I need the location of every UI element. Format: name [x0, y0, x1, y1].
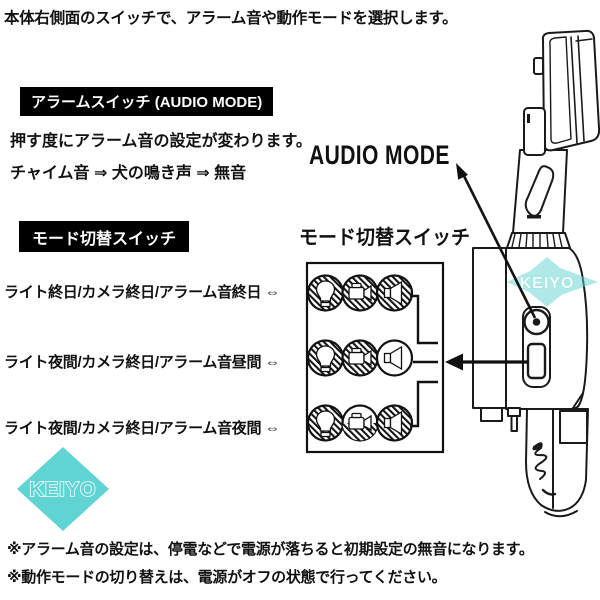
device-back-plate — [472, 247, 507, 409]
keiyo-logo: KEIYO — [17, 447, 109, 531]
light-icon — [306, 404, 345, 442]
mode-switch-heading: モード切替スイッチ — [19, 221, 190, 252]
grid-bracket-top — [410, 294, 438, 345]
mode-option-3: ライト夜間/カメラ終日/アラーム音夜間 ⇔ — [4, 420, 280, 437]
audio-mode-arrow — [456, 163, 537, 319]
speaker-icon — [375, 404, 414, 442]
mode-switch-callout: モード切替スイッチ — [299, 227, 470, 249]
keiyo-watermark-diamond — [517, 257, 577, 307]
alarm-switch-heading-label: アラームスイッチ (AUDIO MODE) — [31, 94, 263, 111]
mode-option-1: ライト終日/カメラ終日/アラーム音終日 ⇔ — [4, 284, 280, 301]
speaker-icon — [375, 274, 414, 312]
audio-mode-button-dot — [532, 318, 541, 326]
alarm-sound-sequence: チャイム音 ⇒ 犬の鳴き声 ⇒ 無音 — [10, 165, 247, 182]
audio-mode-callout: AUDIO MODE — [309, 140, 450, 170]
device-mount-arm — [525, 408, 589, 518]
device-foot — [480, 407, 503, 422]
device-light-head — [523, 29, 600, 156]
device-illustration — [472, 29, 600, 518]
keiyo-logo-diamond — [17, 447, 109, 531]
light-icon — [306, 274, 345, 312]
arrowhead-left — [445, 353, 463, 371]
keiyo-watermark-text: KEIYO — [520, 275, 575, 292]
intro-text: 本体右側面のスイッチで、アラーム音や動作モードを選択します。 — [4, 10, 458, 27]
arrowhead-up-left — [456, 163, 468, 180]
device-collar — [506, 232, 571, 249]
screw-head — [507, 407, 521, 417]
footnote-mode: ※動作モードの切り替えは、電源がオフの状態で行ってください。 — [7, 569, 447, 586]
footnote-alarm: ※アラーム音の設定は、停電などで電源が落ちると初期設定の無音になります。 — [7, 541, 534, 558]
mode-switch-heading-label: モード切替スイッチ — [32, 230, 177, 248]
alarm-switch-heading: アラームスイッチ (AUDIO MODE) — [20, 87, 274, 116]
camera-icon — [341, 404, 379, 442]
alarm-switch-description: 押す度にアラーム音の設定が変わります。 — [10, 133, 312, 150]
camera-icon — [341, 339, 379, 377]
mode-grid — [305, 261, 445, 454]
mode-option-2: ライト夜間/カメラ終日/アラーム音昼間 ⇔ — [4, 354, 280, 371]
speaker-icon — [375, 339, 414, 377]
keiyo-logo-text: KEIYO — [29, 479, 96, 501]
grid-bracket-bottom — [410, 380, 438, 428]
mode-grid-icons — [306, 274, 414, 442]
keiyo-watermark: KEIYO — [507, 257, 598, 307]
screw-stem — [510, 415, 518, 432]
light-icon — [306, 339, 345, 377]
mode-switch-arrow — [445, 353, 528, 371]
mode-switch — [526, 342, 547, 380]
camera-icon — [341, 274, 379, 312]
device-neck — [512, 149, 568, 234]
